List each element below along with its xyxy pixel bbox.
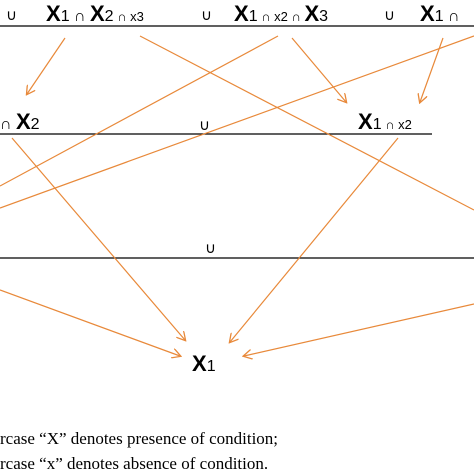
- term2-c-sub: 3: [319, 8, 329, 25]
- arrow-term2-cross-left: [0, 35, 279, 187]
- arrow-term3-to-right-term: [420, 37, 444, 102]
- term1-op1: ∩: [69, 8, 90, 25]
- note-line-1: rcase “X” denotes presence of condition;: [0, 429, 279, 448]
- term1-c: x3: [130, 9, 144, 24]
- term1-op2: ∩: [113, 9, 131, 24]
- middle-right-a-sub: 1: [372, 116, 382, 133]
- middle-left-b: X: [15, 109, 31, 134]
- term2-a: X: [234, 1, 249, 26]
- top-union-3: ∪: [384, 7, 395, 24]
- bottom-a: X: [192, 351, 207, 376]
- top-union-1: ∪: [6, 7, 17, 24]
- bottom-term: X1: [192, 353, 216, 375]
- term1-a: X: [46, 1, 61, 26]
- lower-union: ∪: [205, 240, 216, 257]
- middle-right-term: X1 ∩ x2: [358, 111, 412, 133]
- middle-left-term: ∩ X2: [0, 111, 40, 133]
- term2-b: x2: [274, 9, 288, 24]
- arrow-right-term-to-bottom: [230, 137, 399, 342]
- arrow-term1-to-left-term: [27, 37, 66, 94]
- arrow-lower-right-to-bottom: [244, 303, 474, 356]
- term1-b: X: [89, 1, 105, 26]
- arrow-term2-to-right-term: [291, 37, 346, 102]
- term1-a-sub: 1: [60, 8, 70, 25]
- term3-a-sub: 1: [434, 8, 444, 25]
- middle-right-b: x2: [398, 117, 412, 132]
- top-union-2: ∪: [201, 7, 212, 24]
- top-term-2: X1 ∩ x2 ∩ X3: [234, 3, 328, 25]
- top-term-3: X1 ∩: [420, 3, 460, 25]
- term2-op2: ∩: [287, 9, 305, 24]
- top-term-1: X1 ∩ X2 ∩ x3: [46, 3, 144, 25]
- term1-b-sub: 2: [104, 8, 114, 25]
- arrow-term1-cross-right: [139, 35, 474, 211]
- arrow-left-term-to-bottom: [11, 137, 185, 340]
- middle-union: ∪: [199, 117, 210, 134]
- middle-left-b-sub: 2: [30, 116, 40, 133]
- note-line-2: rcase “x” denotes absence of condition.: [0, 454, 269, 473]
- middle-left-op: ∩: [0, 116, 16, 133]
- middle-right-a: X: [358, 109, 373, 134]
- term2-op1: ∩: [257, 9, 275, 24]
- bottom-a-sub: 1: [206, 358, 216, 375]
- term3-op1: ∩: [443, 8, 460, 25]
- term2-c: X: [304, 1, 320, 26]
- arrow-term3-cross-left: [0, 35, 474, 209]
- term2-a-sub: 1: [248, 8, 258, 25]
- term3-a: X: [420, 1, 435, 26]
- middle-right-op: ∩: [381, 117, 399, 132]
- arrow-lower-left-to-bottom: [0, 289, 180, 356]
